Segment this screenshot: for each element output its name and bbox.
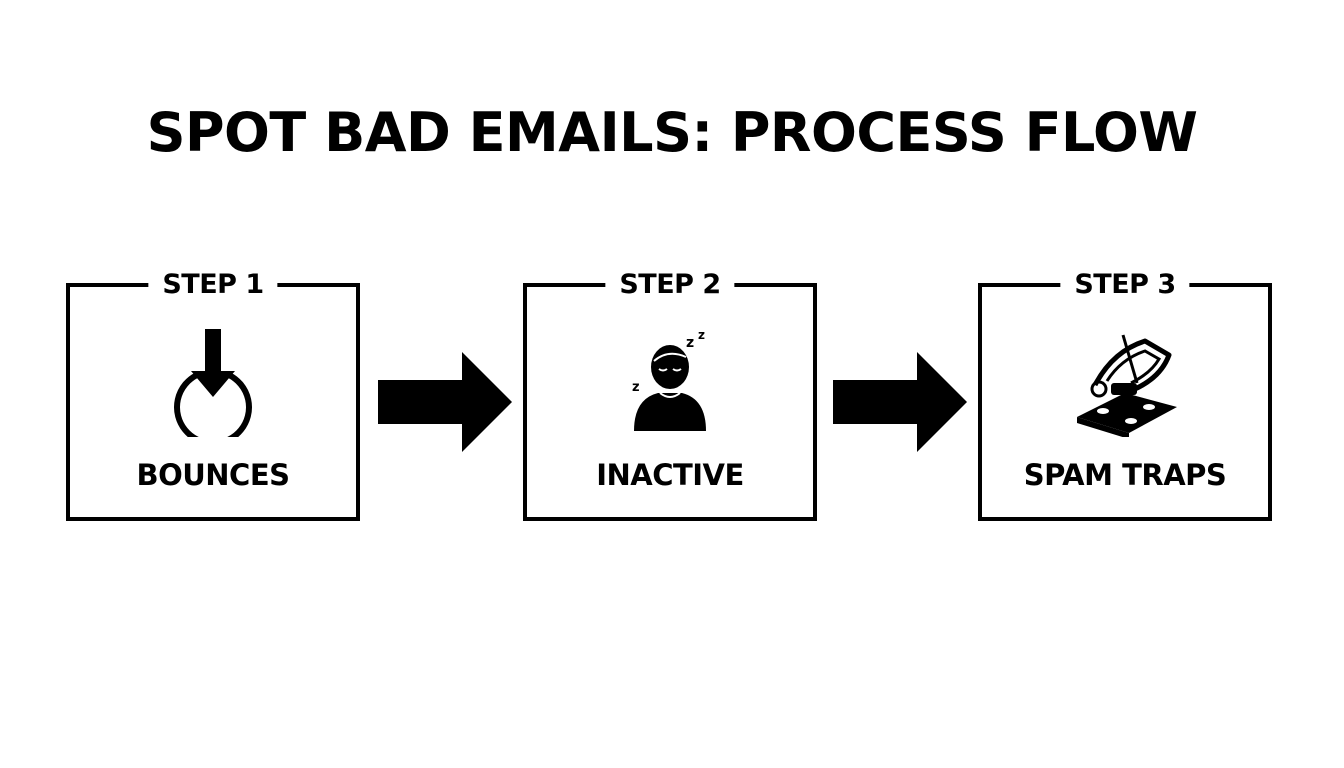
step-1-name: BOUNCES bbox=[136, 458, 290, 492]
step-3-box: STEP 3 SPAM TRAPS bbox=[978, 265, 1272, 521]
mousetrap-icon bbox=[1077, 334, 1177, 437]
step-2-name: INACTIVE bbox=[596, 458, 744, 492]
bounce-arrow-icon bbox=[174, 329, 252, 437]
step-1-label: STEP 1 bbox=[148, 265, 278, 305]
right-arrow-icon bbox=[378, 352, 512, 452]
step-2-box: STEP 2 z z z INACTIVE bbox=[523, 265, 817, 521]
sleeping-person-icon: z z z bbox=[632, 328, 706, 431]
step-3-name: SPAM TRAPS bbox=[1023, 458, 1227, 492]
step-3-label: STEP 3 bbox=[1060, 265, 1190, 305]
step-1-box: STEP 1 BOUNCES bbox=[66, 265, 360, 521]
svg-text:z: z bbox=[632, 380, 640, 395]
svg-text:z: z bbox=[686, 335, 694, 351]
diagram-title: SPOT BAD EMAILS: PROCESS FLOW bbox=[146, 101, 1198, 164]
step-2-label: STEP 2 bbox=[605, 265, 735, 305]
svg-text:z: z bbox=[698, 328, 705, 342]
right-arrow-icon bbox=[833, 352, 967, 452]
